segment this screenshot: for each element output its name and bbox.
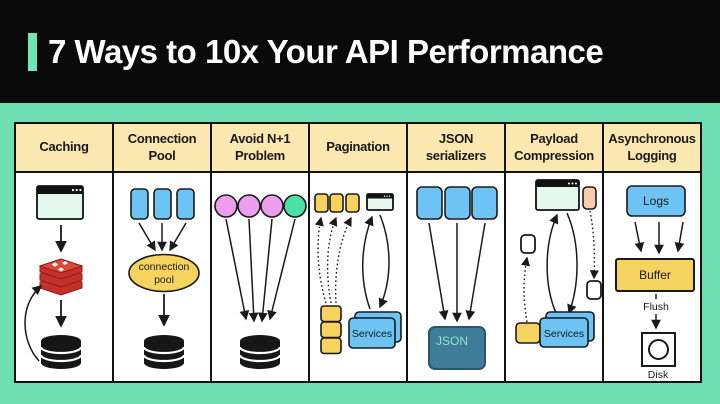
json-serializers-diagram: JSON bbox=[416, 186, 498, 370]
client-connection-boxes bbox=[130, 188, 195, 220]
compressed-chunk-right bbox=[586, 280, 602, 300]
column-header-payload-compression: Payload Compression bbox=[506, 124, 602, 173]
json-label: JSON bbox=[436, 334, 468, 348]
column-avoid-n-plus-1: Avoid N+1 Problem bbox=[212, 124, 310, 381]
arrows-logs-to-buffer bbox=[634, 221, 685, 255]
pool-label-line1: connection bbox=[139, 261, 190, 273]
browser-window-icon bbox=[366, 193, 394, 211]
compressed-chunk-left bbox=[520, 234, 536, 254]
query-circle-nodes bbox=[214, 194, 307, 218]
pool-label-line2: pool bbox=[154, 274, 174, 286]
request-response-cycle-arrows bbox=[362, 214, 390, 310]
payload-box bbox=[582, 186, 597, 210]
caching-diagram bbox=[24, 185, 84, 369]
column-async-logging: Asynchronous Logging Logs Buffer Flush bbox=[604, 124, 700, 381]
column-header-connection-pool: Connection Pool bbox=[114, 124, 210, 173]
column-header-json-serializers: JSON serializers bbox=[408, 124, 504, 173]
column-caching: Caching bbox=[16, 124, 114, 381]
dotted-arrows-pages-up bbox=[314, 216, 352, 304]
column-header-caching: Caching bbox=[16, 124, 112, 173]
flush-label: Flush bbox=[643, 301, 669, 313]
performance-table: Caching bbox=[14, 122, 702, 383]
json-box: JSON bbox=[428, 326, 486, 370]
payload-compression-diagram: Services bbox=[515, 179, 602, 348]
column-header-async-logging: Asynchronous Logging bbox=[604, 124, 700, 173]
avoid-n-plus-1-diagram bbox=[214, 194, 307, 369]
arrows-to-json bbox=[428, 222, 486, 323]
buffer-label: Buffer bbox=[639, 268, 671, 282]
logs-label: Logs bbox=[643, 194, 669, 208]
services-stack: Services bbox=[348, 311, 402, 349]
services-label: Services bbox=[352, 328, 392, 340]
connection-pool-diagram: connection pool bbox=[128, 188, 200, 369]
column-header-pagination: Pagination bbox=[310, 124, 406, 173]
database-icon bbox=[238, 335, 282, 369]
disk-icon bbox=[641, 332, 676, 367]
async-logging-diagram: Logs Buffer Flush Disk bbox=[615, 185, 695, 381]
logs-box: Logs bbox=[626, 185, 686, 217]
pagination-diagram: Services bbox=[314, 193, 402, 355]
dotted-arrows-compression bbox=[521, 210, 599, 323]
disk-label: Disk bbox=[648, 369, 669, 381]
browser-window-icon bbox=[36, 185, 84, 220]
compressed-payload-box bbox=[515, 322, 541, 344]
column-payload-compression: Payload Compression bbox=[506, 124, 604, 381]
buffer-box: Buffer bbox=[615, 258, 695, 292]
services-stack: Services bbox=[539, 311, 595, 348]
column-header-avoid-n-plus-1: Avoid N+1 Problem bbox=[212, 124, 308, 173]
database-icon bbox=[142, 335, 186, 369]
redis-cache-icon bbox=[38, 258, 84, 296]
column-connection-pool: Connection Pool connection pool bbox=[114, 124, 212, 381]
client-boxes bbox=[416, 186, 498, 220]
arrow-database-to-cache-curved bbox=[24, 285, 43, 362]
title-band: 7 Ways to 10x Your API Performance bbox=[0, 0, 720, 103]
column-json-serializers: JSON serializers JSON bbox=[408, 124, 506, 381]
arrows-to-pool bbox=[138, 222, 187, 252]
database-icon bbox=[39, 335, 83, 369]
connection-pool-ellipse: connection pool bbox=[128, 253, 200, 293]
page-title: 7 Ways to 10x Your API Performance bbox=[48, 32, 604, 70]
data-stack-boxes bbox=[320, 305, 342, 355]
page-chunk-boxes bbox=[314, 193, 360, 213]
services-label: Services bbox=[544, 328, 584, 340]
arrows-to-database bbox=[225, 218, 296, 323]
request-response-cycle-arrows bbox=[546, 212, 578, 315]
browser-window-icon bbox=[535, 179, 580, 211]
column-pagination: Pagination bbox=[310, 124, 408, 381]
title-accent-bar bbox=[28, 32, 37, 71]
